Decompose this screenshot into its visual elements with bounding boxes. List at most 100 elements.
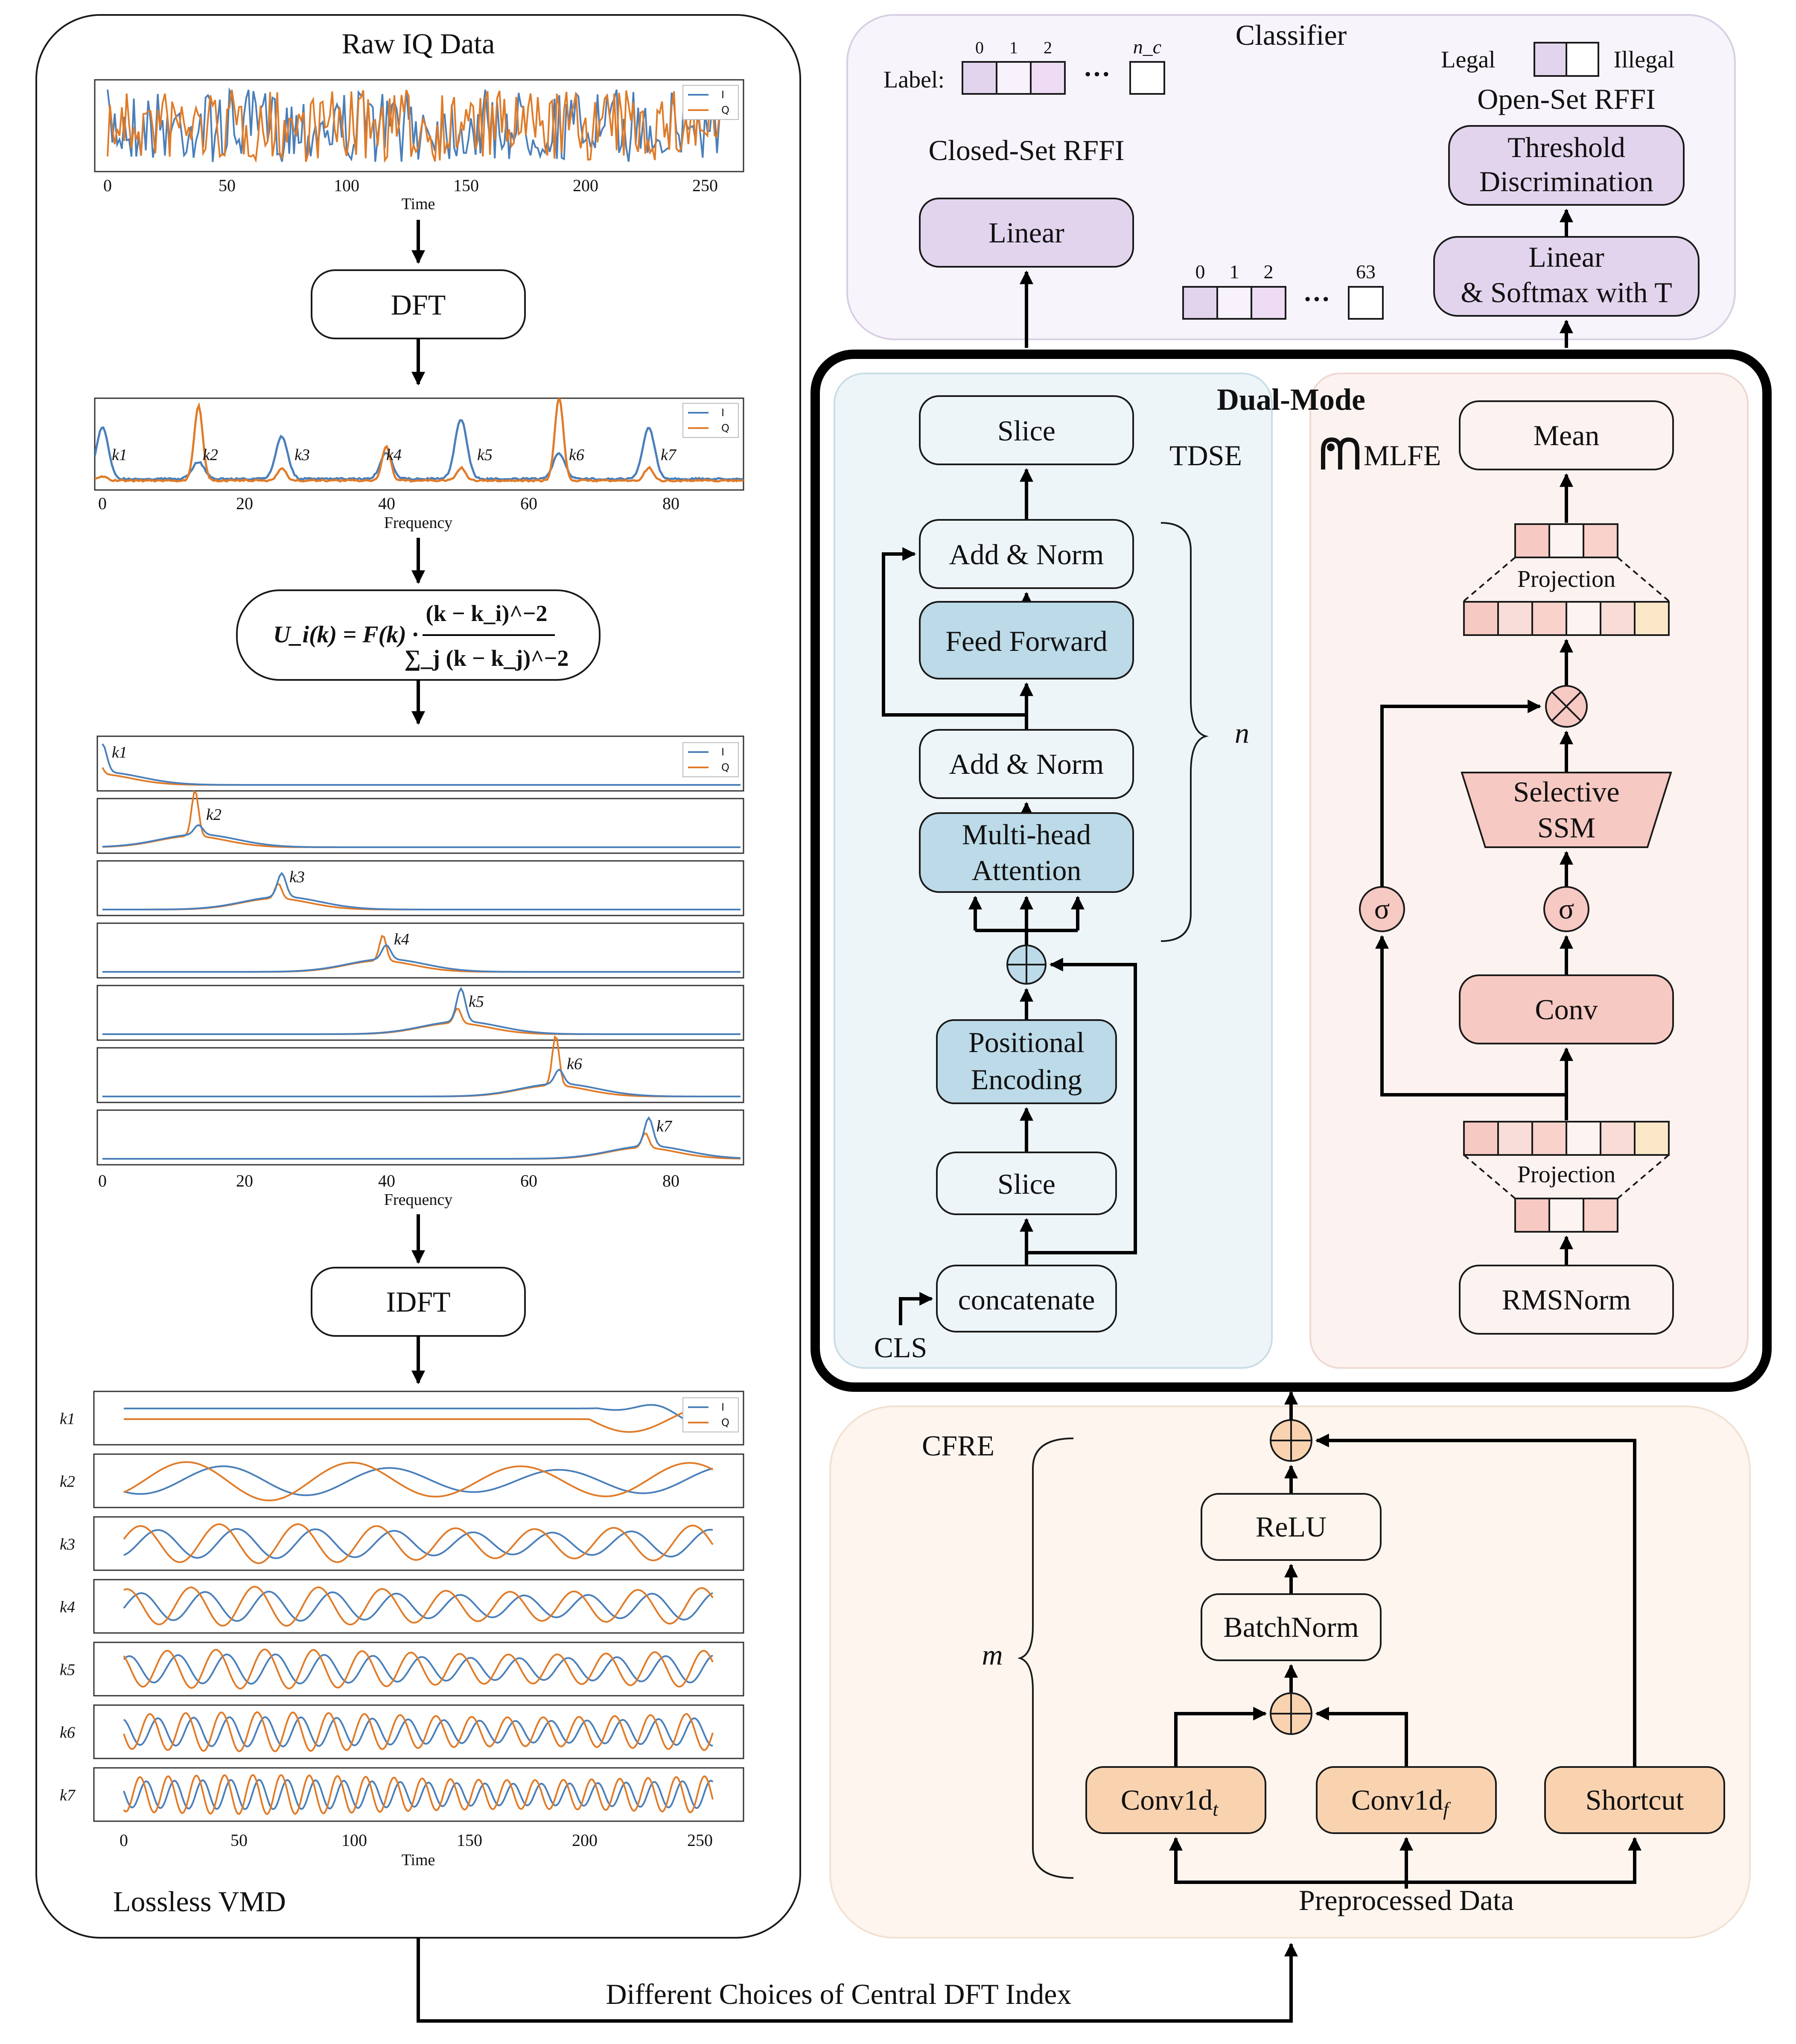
feed-forward-box [919,601,1134,679]
mode-spectra-x-label: Frequency [384,1191,452,1209]
time-modes-row-labels: k1 k2 k3 k4 k5 k6 k7 [60,1410,76,1805]
time-mode-label: k3 [60,1536,75,1554]
time-mode-panel [93,1516,744,1571]
time-tick: 250 [687,1831,713,1850]
time-tick: 0 [120,1831,128,1850]
raw-tick: 250 [692,176,718,195]
ssm-line1: Selective [1513,776,1619,808]
time-tick: 100 [341,1831,367,1850]
mode-spec-tick: 80 [662,1171,679,1190]
peak-label: k3 [294,446,310,464]
relu-label: ReLU [1256,1510,1327,1543]
mha-box [919,812,1134,893]
conv-t-box [1085,1766,1266,1834]
add-norm-top: Add & Norm [949,538,1104,571]
concatenate: concatenate [958,1283,1095,1316]
peak-label: k4 [386,446,402,464]
label-index: 2 [1044,38,1052,57]
rmsnorm-label: RMSNorm [1502,1283,1631,1316]
mode-spectra-labels: k1 k2 k3 k4 k5 k6 k7 [112,744,673,1135]
raw-iq-x-label: Time [402,195,435,213]
raw-iq-plot-frame [94,79,744,172]
legal-label: Legal [1441,47,1495,73]
batchnorm-label: BatchNorm [1223,1611,1359,1643]
time-mode-i-series [124,1404,713,1432]
mamba-icon [1321,437,1359,469]
ssm-trapezoid [1461,772,1672,848]
sigma-right-circle [1543,886,1589,932]
cfre-name: CFRE [922,1429,994,1462]
mode-spec-label: k5 [469,993,484,1011]
mode-spectrum-i-series [102,872,741,910]
formula-lhs: U_i(k) = F(k) · [273,621,418,648]
mode-spectrum-i-series [102,743,741,786]
mode-spectra [96,735,744,1166]
mode-spectra-legend-i: I [721,746,724,758]
raw-iq-legend: I Q [682,85,739,120]
spectrum-x-label: Frequency [384,514,452,532]
mha-line2: Attention [972,854,1082,886]
mode-spectrum-panel [96,790,744,854]
mode-spectra-legend: I Q [682,742,739,777]
time-tick: 50 [230,1831,248,1850]
threshold-line1: Threshold [1507,131,1625,163]
mode-spectrum-panel [96,735,744,792]
time-mode-q-series [123,1461,713,1502]
classifier-panel: Classifier Label: ··· 0 1 2 n_c Closed-S… [846,14,1736,340]
time-mode-i-series [123,1779,714,1810]
mean-label: Mean [1534,419,1600,452]
n-label: n [1235,717,1249,749]
spec-tick: 0 [98,494,107,513]
raw-iq-title: Raw IQ Data [342,27,495,60]
spec-tick: 20 [236,494,253,513]
mode-spectrum-i-series [102,986,741,1035]
conv-t-subscript: t [1213,1798,1219,1820]
relu-box [1201,1493,1382,1561]
time-mode-q-series [123,1523,714,1564]
pe-line1: Positional [968,1026,1085,1058]
mean-box [1459,400,1674,470]
time-mode-q-series [123,1648,714,1690]
raw-tick: 100 [334,176,359,195]
time-modes-legend-q: Q [721,1417,729,1429]
spectrum-plot-frame [94,397,744,491]
batchnorm-box [1201,1593,1382,1661]
shortcut-label: Shortcut [1586,1784,1684,1816]
peak-label: k5 [477,446,493,464]
time-mode-label: k7 [60,1787,76,1805]
mode-spectrum-panel [96,922,744,979]
spectrum-legend: I Q [682,403,739,438]
mode-spec-label: k4 [394,930,409,948]
conv-t-text: Conv1d [1121,1784,1213,1816]
time-tick: 200 [572,1831,598,1850]
add-norm-bottom-box [919,729,1134,799]
conv-label: Conv [1535,993,1598,1026]
time-mode-panel [93,1767,744,1822]
mode-spec-tick: 40 [378,1171,395,1190]
mode-spec-label: k3 [289,868,305,886]
softmax-line2: & Softmax with T [1461,276,1672,309]
threshold-box [1448,125,1685,206]
projection-top-wide [1463,601,1670,636]
time-mode-panel [93,1579,744,1634]
mode-spectrum-i-series [102,1068,741,1097]
tdse-slice-top-box [919,395,1134,465]
closed-set-label: Closed-Set RFFI [928,134,1124,166]
linear-box [919,198,1134,268]
time-mode-panel [93,1453,744,1508]
mha-line1: Multi-head [962,818,1091,851]
label-index: 0 [975,38,984,57]
mode-spectrum-panel [96,985,744,1041]
feature-index: 63 [1356,261,1376,283]
raw-iq-chart: I Q 0 50 100 150 200 250 Time [94,79,744,213]
mode-spec-label: k2 [206,806,222,824]
peak-label: k6 [569,446,584,464]
mode-spectra-x-ticks: 0 20 40 60 80 [98,1171,679,1190]
mode-spec-label: k6 [567,1055,582,1073]
spec-tick: 80 [662,494,679,513]
lossless-vmd-label: Lossless VMD [113,1885,286,1918]
slice-bottom-box [936,1152,1117,1215]
n-brace [1160,522,1209,942]
time-mode-label: k2 [60,1473,75,1491]
